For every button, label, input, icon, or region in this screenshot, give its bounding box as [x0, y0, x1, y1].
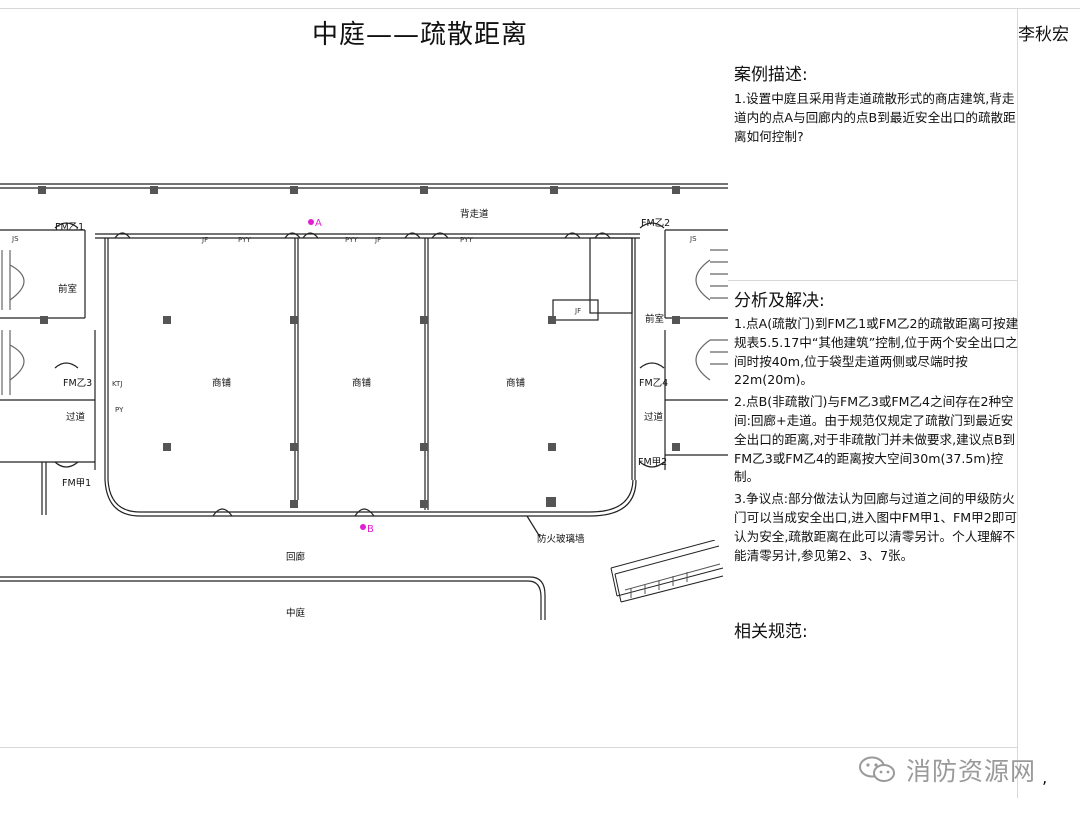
- top-rule: [0, 8, 1080, 9]
- label-fm-yi2: FM乙2: [641, 218, 670, 229]
- tag-js-left: JS: [11, 235, 19, 243]
- analysis-paragraph-1: 1.点A(疏散门)到FM乙1或FM乙2的疏散距离可按建规表5.5.17中“其他建…: [734, 316, 1019, 388]
- label-point-a: A: [315, 218, 322, 229]
- regulations-heading: 相关规范:: [734, 622, 808, 642]
- label-passage-right: 过道: [644, 411, 664, 423]
- label-passage-left: 过道: [66, 411, 86, 423]
- label-gallery: 回廊: [286, 551, 306, 563]
- label-back-corridor: 背走道: [460, 208, 489, 220]
- label-shop-2: 商铺: [352, 377, 371, 389]
- label-fm-jia1: FM甲1: [62, 478, 91, 489]
- watermark: 消防资源网: [858, 752, 1036, 788]
- case-text: 1.设置中庭且采用背走道疏散形式的商店建筑,背走道内的点A与回廊内的点B到最近安…: [734, 90, 1020, 149]
- case-paragraph: 1.设置中庭且采用背走道疏散形式的商店建筑,背走道内的点A与回廊内的点B到最近安…: [734, 91, 1016, 144]
- tag-jf-2: JF: [374, 236, 381, 244]
- tag-pyy-1: PYY: [238, 236, 251, 244]
- label-anteroom-right: 前室: [645, 313, 664, 325]
- label-atrium: 中庭: [286, 607, 306, 619]
- analysis-text: 1.点A(疏散门)到FM乙1或FM乙2的疏散距离可按建规表5.5.17中“其他建…: [734, 315, 1020, 568]
- floor-plan: JS JS JF PYY PYY JF PYY JF KTJ PY 背走道 A …: [0, 183, 728, 620]
- escalator-fragment: [610, 540, 724, 603]
- analysis-paragraph-2: 2.点B(非疏散门)与FM乙3或FM乙4之间存在2种空间:回廊+走道。由于规范仅…: [734, 394, 1016, 485]
- bottom-rule: [0, 747, 1018, 748]
- right-column-rule: [1017, 8, 1018, 798]
- watermark-text: 消防资源网: [906, 757, 1037, 786]
- tag-pyy-3: PYY: [460, 236, 473, 244]
- trailing-mark: ‚: [1042, 768, 1048, 787]
- case-heading: 案例描述:: [734, 65, 808, 85]
- page-title: 中庭——疏散距离: [311, 20, 528, 50]
- point-b-marker: [360, 524, 366, 530]
- label-fm-yi3: FM乙3: [63, 378, 92, 389]
- label-fm-jia2: FM甲2: [638, 457, 667, 468]
- tag-ktj: KTJ: [112, 380, 122, 388]
- tag-py: PY: [115, 406, 124, 414]
- label-point-b: B: [367, 524, 374, 535]
- label-shop-1: 商铺: [212, 377, 231, 389]
- section-rule-upper: [728, 280, 1018, 281]
- tag-jf-3: JF: [574, 307, 581, 315]
- label-fm-yi4: FM乙4: [639, 378, 668, 389]
- analysis-heading: 分析及解决:: [734, 291, 825, 311]
- analysis-paragraph-3: 3.争议点:部分做法认为回廊与过道之间的甲级防火门可以当成安全出口,进入图中FM…: [734, 491, 1017, 563]
- label-fire-glass-wall: 防火玻璃墙: [537, 533, 585, 545]
- label-fm-yi1: FM乙1: [55, 222, 84, 233]
- label-shop-3: 商铺: [506, 377, 525, 389]
- tag-js-right: JS: [689, 235, 697, 243]
- author-name: 李秋宏: [1018, 25, 1069, 45]
- label-anteroom-left: 前室: [58, 283, 77, 295]
- wechat-icon: [859, 756, 895, 782]
- point-a-marker: [308, 219, 314, 225]
- tag-jf-1: JF: [201, 236, 208, 244]
- tag-pyy-2: PYY: [345, 236, 358, 244]
